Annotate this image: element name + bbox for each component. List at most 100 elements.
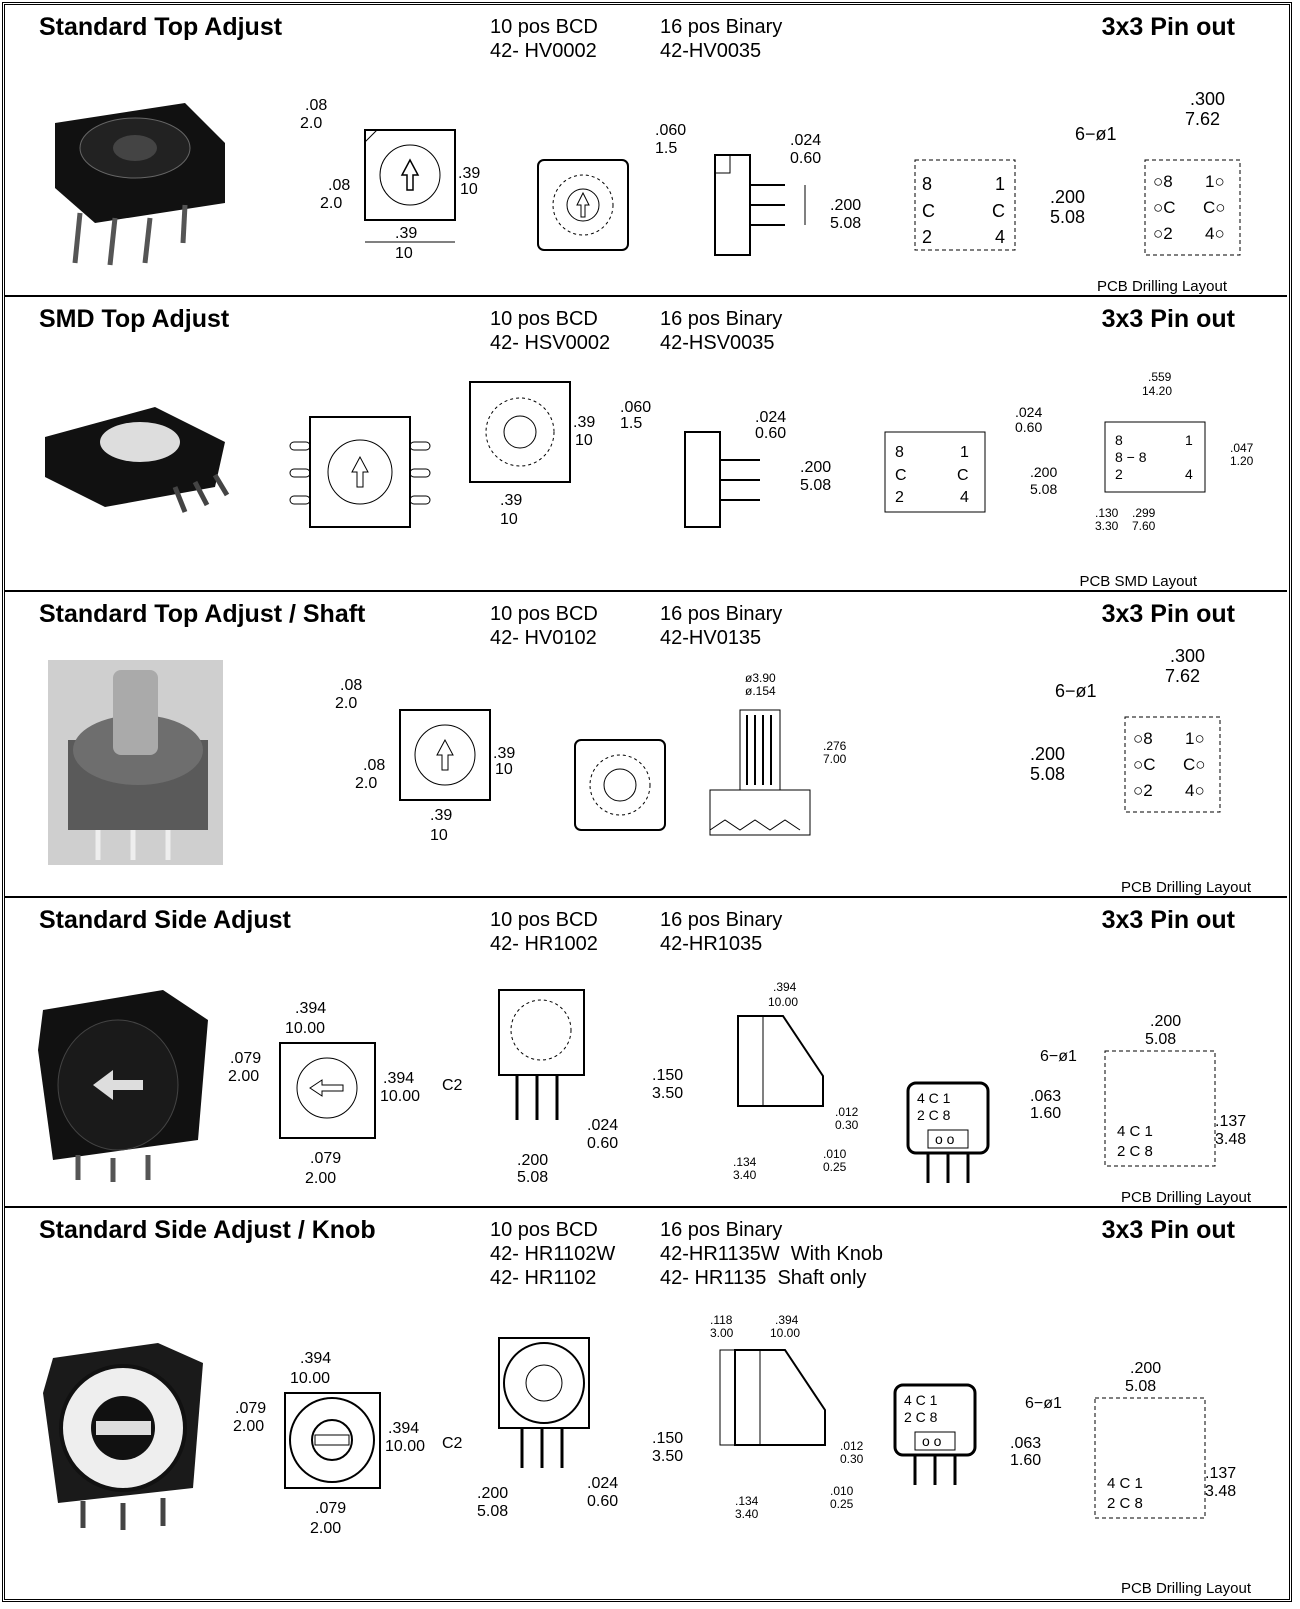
dim-text: 10.00 (380, 1088, 420, 1105)
part-binary: 42-HR1035 (660, 933, 763, 955)
dim-text: 10 (495, 761, 513, 778)
part-bcd: 42- HSV0002 (490, 332, 611, 354)
pcb-drilling-layout: .300 7.62 6−ø1 .200 5.08 ○8○C○2 1○C○4○ (1050, 89, 1241, 256)
dim-text: .08 (305, 97, 327, 114)
col-binary-label: 16 pos Binary (660, 603, 783, 625)
svg-text:1: 1 (1185, 432, 1193, 448)
dim-text: 10.00 (290, 1370, 330, 1387)
svg-text:4○: 4○ (1185, 781, 1205, 800)
dim-text: .012 (835, 1105, 859, 1119)
dim-text: 7.62 (1185, 109, 1220, 129)
svg-text:4 C 1: 4 C 1 (1117, 1123, 1153, 1140)
svg-text:4: 4 (995, 227, 1005, 247)
svg-text:4 C 1: 4 C 1 (1107, 1475, 1143, 1492)
svg-text:○2: ○2 (1153, 224, 1173, 243)
part-binary: 42-HR1135W With Knob (660, 1243, 884, 1265)
dim-text: .079 (235, 1400, 266, 1417)
layout-label: PCB Drilling Layout (1120, 1189, 1251, 1206)
dim-text: 0.60 (587, 1493, 618, 1510)
dim-text: .024 (587, 1475, 618, 1492)
dim-text: 3.50 (652, 1448, 683, 1465)
top-dimension-drawing: .08 2.0 .08 2.0 .39 10 .39 10 (335, 677, 515, 844)
dim-text: 10.00 (768, 995, 798, 1009)
svg-text:C: C (957, 467, 969, 484)
dim-text: .130 (1095, 506, 1119, 520)
dim-text: 10.00 (770, 1326, 800, 1340)
dim-text: 0.25 (823, 1160, 847, 1174)
svg-text:2: 2 (922, 227, 932, 247)
dim-text: 7.60 (1132, 519, 1156, 533)
svg-text:1○: 1○ (1185, 729, 1205, 748)
dim-text: 0.60 (755, 425, 786, 442)
switch-photo (48, 660, 223, 865)
dim-text: 10 (500, 511, 518, 528)
dim-text: 1.5 (655, 140, 677, 157)
dim-text: .39 (493, 745, 515, 762)
dim-text: 2.0 (355, 775, 377, 792)
dim-text: .276 (823, 739, 847, 753)
col-bcd-label: 10 pos BCD (490, 16, 598, 38)
section-title: SMD Top Adjust (39, 305, 230, 333)
svg-text:4: 4 (960, 489, 969, 506)
dim-text: .200 (1150, 1013, 1181, 1030)
svg-text:C○: C○ (1203, 198, 1226, 217)
dim-text: .394 (295, 1000, 326, 1017)
pcb-drilling-layout: .200 5.08 6−ø1 .063 1.60 .137 3.48 4 C 1… (1010, 1360, 1236, 1519)
front-pin-drawing: 4 C 1 2 C 8 o o (906, 1081, 990, 1183)
dim-text: .063 (1010, 1435, 1041, 1452)
switch-photo (38, 990, 208, 1182)
dim-text: .394 (388, 1420, 419, 1437)
pin-out-label: 3x3 Pin out (1101, 1216, 1235, 1244)
dim-text: 2.00 (305, 1170, 336, 1187)
dim-text: 5.08 (517, 1169, 548, 1186)
dim-text: .137 (1215, 1113, 1246, 1130)
dim-text: .394 (383, 1070, 414, 1087)
dim-text: .200 (517, 1152, 548, 1169)
part-bcd: 42- HR1102 (490, 1267, 597, 1289)
dim-text: 10 (460, 181, 478, 198)
dim-text: .010 (823, 1147, 847, 1161)
dim-text: 0.30 (840, 1452, 864, 1466)
dim-text: 10.00 (385, 1438, 425, 1455)
dim-text: 2.0 (335, 695, 357, 712)
dim-text: .047 (1230, 441, 1254, 455)
col-bcd-label: 10 pos BCD (490, 1219, 598, 1241)
dim-text: 14.20 (1142, 384, 1172, 398)
side-profile-drawing: .394 10.00 .012 0.30 .010 0.25 .134 3.40 (733, 980, 859, 1182)
dim-text: .012 (840, 1439, 864, 1453)
switch-photo (55, 103, 225, 266)
layout-label: PCB Drilling Layout (1120, 1580, 1251, 1597)
svg-text:o o: o o (922, 1433, 942, 1449)
dim-text: 5.08 (800, 477, 831, 494)
dim-text: .08 (363, 757, 385, 774)
pin-out-label: 3x3 Pin out (1101, 600, 1235, 628)
dim-text: 2.00 (228, 1068, 259, 1085)
top-dimension-drawing: .394 10.00 .079 2.00 .394 10.00 .079 2.0… (228, 1000, 420, 1187)
dim-text: .024 (755, 409, 786, 426)
dim-text: .200 (1050, 187, 1085, 207)
dim-text: .39 (430, 807, 452, 824)
front-pin-drawing: 4 C 1 2 C 8 o o (893, 1383, 977, 1485)
dim-text: 10 (395, 245, 413, 262)
svg-text:8 − 8: 8 − 8 (1115, 449, 1147, 465)
dim-text: .394 (773, 980, 797, 994)
svg-text:C: C (922, 201, 935, 221)
svg-text:1: 1 (995, 174, 1005, 194)
layout-label: PCB Drilling Layout (1096, 278, 1227, 295)
dim-text: .394 (300, 1350, 331, 1367)
dim-text: 5.08 (1125, 1378, 1156, 1395)
dim-text: 0.60 (1015, 419, 1042, 435)
svg-text:C○: C○ (1183, 755, 1206, 774)
dim-text: .200 (800, 459, 831, 476)
svg-text:C: C (992, 201, 1005, 221)
part-binary: 42-HV0135 (660, 627, 762, 649)
svg-text:1○: 1○ (1205, 172, 1225, 191)
dim-text: 3.30 (1095, 519, 1119, 533)
dim-text: 3.40 (735, 1507, 759, 1521)
